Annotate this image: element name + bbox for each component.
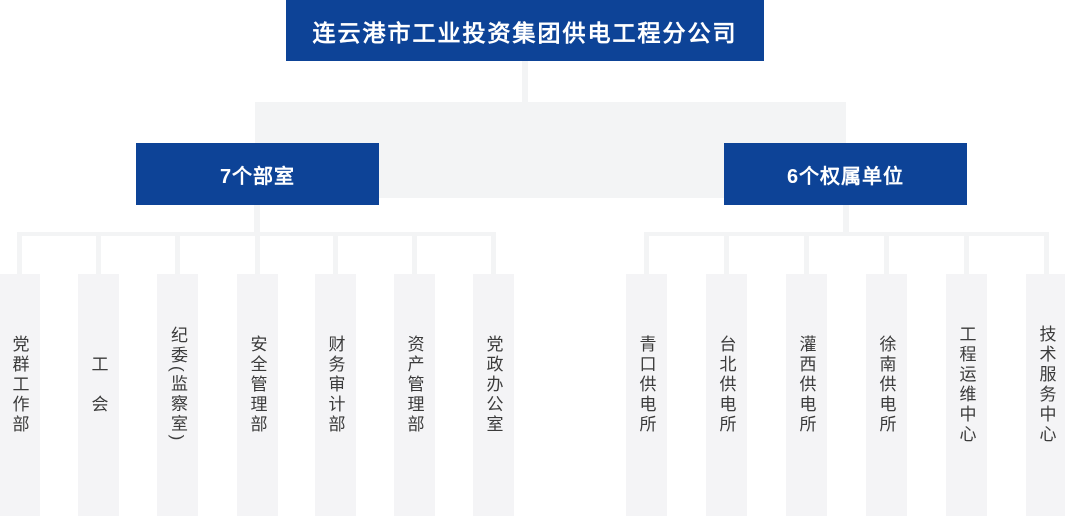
departments-connector-line bbox=[254, 205, 260, 232]
units-connector-line bbox=[842, 205, 849, 232]
unit-label: 徐南供电所 bbox=[876, 335, 896, 435]
dept-box: 资产管理部 bbox=[393, 274, 435, 516]
dept-label: 财务审计部 bbox=[325, 335, 345, 435]
unit-label: 工程运维中心 bbox=[956, 325, 976, 445]
dept-stub-line bbox=[490, 236, 496, 274]
dept-box: 纪委(监察室) bbox=[157, 274, 198, 516]
unit-label: 台北供电所 bbox=[716, 335, 736, 435]
dept-box: 党政办公室 bbox=[472, 274, 514, 516]
unit-box: 台北供电所 bbox=[705, 274, 747, 516]
unit-label: 灌西供电所 bbox=[796, 335, 816, 435]
unit-box: 青口供电所 bbox=[625, 274, 667, 516]
units-group-label: 6个权属单位 bbox=[786, 165, 905, 188]
unit-stub-line bbox=[643, 236, 649, 274]
dept-box: 工 会 bbox=[77, 274, 119, 516]
root-company-node: 连云港市工业投资集团供电工程分公司 bbox=[286, 0, 764, 61]
dept-label: 资产管理部 bbox=[404, 335, 424, 435]
root-company-label: 连云港市工业投资集团供电工程分公司 bbox=[312, 19, 738, 46]
unit-stub-line bbox=[883, 236, 889, 274]
unit-box: 工程运维中心 bbox=[945, 274, 987, 516]
dept-label: 工 会 bbox=[88, 355, 108, 415]
dept-label: 党政办公室 bbox=[483, 335, 503, 435]
dept-stub-line bbox=[254, 236, 260, 274]
unit-stub-line bbox=[803, 236, 809, 274]
unit-label: 青口供电所 bbox=[636, 335, 656, 435]
units-horizontal-line bbox=[643, 232, 1049, 236]
dept-stub-line bbox=[332, 236, 338, 274]
unit-stub-line bbox=[1043, 236, 1049, 274]
departments-horizontal-line bbox=[16, 232, 496, 236]
dept-label: 纪委(监察室) bbox=[168, 326, 187, 444]
dept-stub-line bbox=[411, 236, 417, 274]
dept-box: 安全管理部 bbox=[236, 274, 278, 516]
dept-box: 党群工作部 bbox=[0, 274, 40, 516]
unit-box: 徐南供电所 bbox=[865, 274, 907, 516]
dept-label: 党群工作部 bbox=[9, 335, 29, 435]
dept-stub-line bbox=[16, 236, 22, 274]
unit-box: 灌西供电所 bbox=[785, 274, 827, 516]
dept-stub-line bbox=[95, 236, 101, 274]
root-connector-line bbox=[522, 61, 528, 102]
dept-label: 安全管理部 bbox=[247, 335, 267, 435]
dept-box: 财务审计部 bbox=[314, 274, 356, 516]
departments-group-node: 7个部室 bbox=[136, 143, 379, 205]
dept-stub-line bbox=[175, 236, 180, 274]
unit-label: 技术服务中心 bbox=[1036, 325, 1056, 445]
unit-stub-line bbox=[723, 236, 729, 274]
units-group-node: 6个权属单位 bbox=[724, 143, 967, 205]
unit-stub-line bbox=[963, 236, 969, 274]
unit-box: 技术服务中心 bbox=[1025, 274, 1065, 516]
departments-group-label: 7个部室 bbox=[219, 165, 296, 188]
